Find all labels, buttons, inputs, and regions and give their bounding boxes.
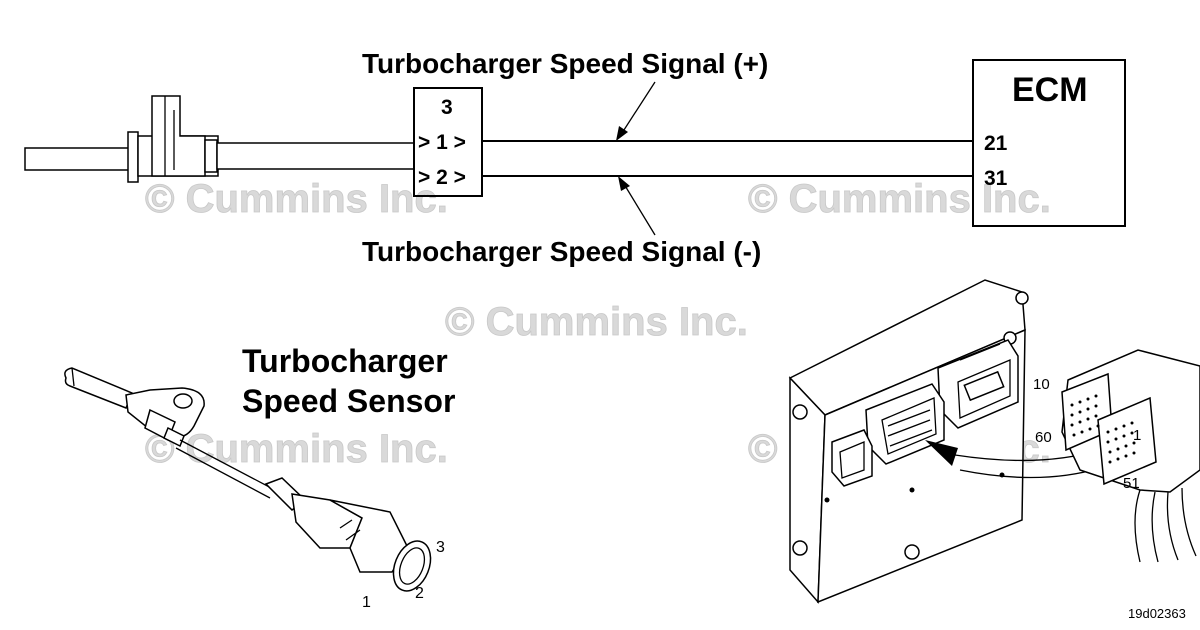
watermark-text: © Cummins Inc. bbox=[445, 300, 748, 344]
ecm-box: ECM 21 31 bbox=[972, 59, 1126, 227]
connector-pin-1-label: > 1 > bbox=[418, 131, 466, 154]
connector-pin-3-label: 3 bbox=[441, 96, 453, 119]
ecm-conn-pin-51-label: 51 bbox=[1123, 475, 1140, 492]
watermark-text: © Cummins Inc. bbox=[145, 177, 448, 221]
figure-id: 19d02363 bbox=[1128, 606, 1186, 621]
ecm-pin-31-label: 31 bbox=[984, 167, 1008, 190]
sensor-pin-2-label: 2 bbox=[415, 585, 424, 602]
signal-minus-label: Turbocharger Speed Signal (-) bbox=[362, 236, 761, 267]
sensor-pin-3-label: 3 bbox=[436, 539, 445, 556]
sensor-title-line1: Turbocharger bbox=[242, 343, 448, 379]
watermark-text: © Cummins Inc. bbox=[145, 427, 448, 471]
ecm-conn-pin-1-label: 1 bbox=[1133, 427, 1141, 444]
watermark-text: © Cummins Inc. bbox=[748, 177, 1051, 221]
inline-connector: 3 > 1 > > 2 > bbox=[413, 87, 483, 197]
ecm-module-illustration: 10 60 1 51 bbox=[788, 279, 1200, 604]
connector-pin-2-label: > 2 > bbox=[418, 166, 466, 189]
pin-grid bbox=[1070, 394, 1136, 464]
ecm-conn-pin-10-label: 10 bbox=[1033, 376, 1050, 393]
signal-plus-label: Turbocharger Speed Signal (+) bbox=[362, 48, 768, 79]
sensor-symbol bbox=[24, 95, 415, 183]
signal-plus-arrow bbox=[616, 81, 656, 141]
signal-minus-arrow bbox=[618, 176, 656, 236]
sensor-pin-1-label: 1 bbox=[362, 594, 371, 611]
ecm-title: ECM bbox=[1012, 71, 1088, 109]
ecm-conn-pin-60-label: 60 bbox=[1035, 429, 1052, 446]
sensor-illustration: 3 2 1 bbox=[64, 367, 445, 611]
sensor-title-line2: Speed Sensor bbox=[242, 383, 455, 419]
signal-wires bbox=[482, 140, 973, 177]
ecm-pin-21-label: 21 bbox=[984, 132, 1008, 155]
